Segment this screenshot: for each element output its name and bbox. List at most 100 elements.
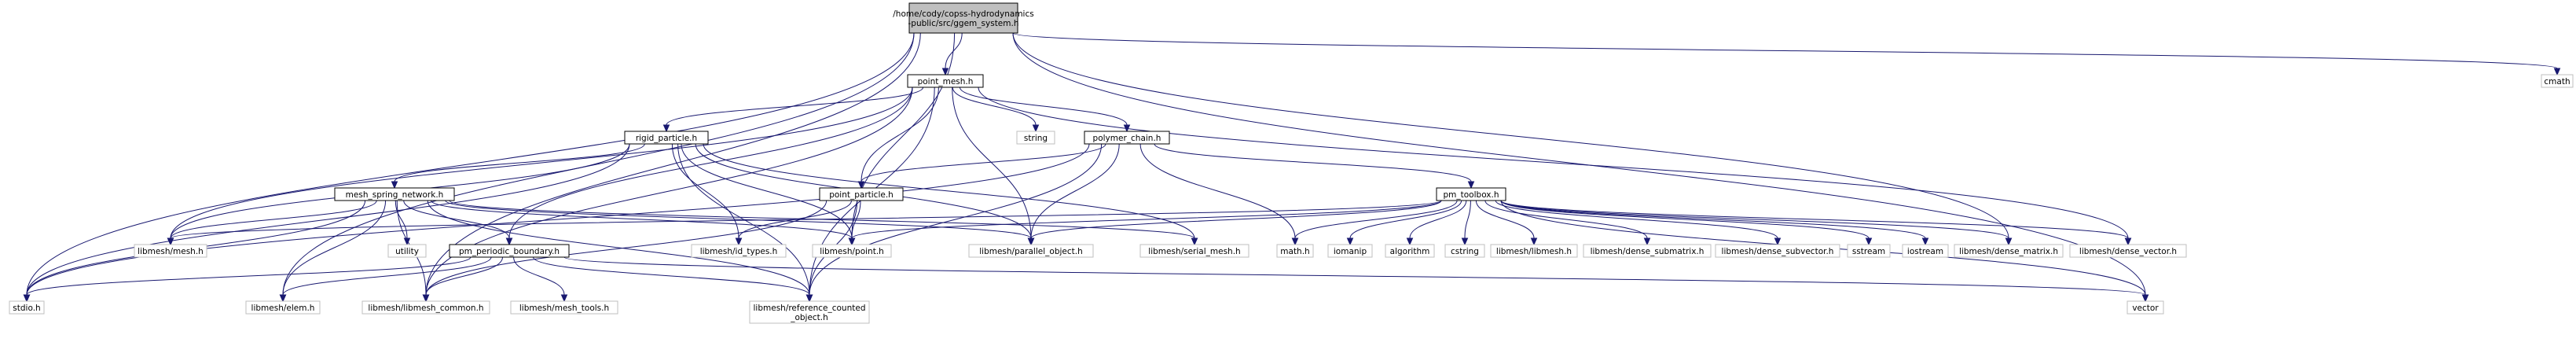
edge-arrowhead — [1346, 237, 1354, 246]
edge-pm_toolbox-to-libmesh_h — [1475, 200, 1535, 239]
node-label: algorithm — [1390, 247, 1430, 256]
edge-pm_toolbox-to-parallel_object — [1030, 200, 1442, 239]
node-id-types: libmesh/id_types.h — [691, 244, 787, 258]
edge-polymer_chain-to-point_particle — [861, 143, 1106, 182]
edge-rigid_particle-to-id_types — [671, 143, 739, 239]
node-parallel-object: libmesh/parallel_object.h — [968, 244, 1094, 258]
node-dense-vector: libmesh/dense_vector.h — [2069, 244, 2187, 258]
node-rigid-particle[interactable]: rigid_particle.h — [624, 131, 709, 145]
node-box — [624, 131, 709, 145]
edge-arrowhead — [857, 181, 865, 190]
edge-pm_toolbox-to-algorithm — [1409, 200, 1467, 239]
node-box — [9, 300, 45, 315]
node-ref-counted: libmesh/reference_counted_object.h — [749, 300, 870, 324]
node-box — [387, 244, 427, 258]
node-label: cstring — [1451, 247, 1479, 256]
edge-arrowhead — [2005, 237, 2013, 246]
edge-root-to-dense_matrix — [1012, 32, 2009, 239]
edge-arrowhead — [23, 294, 31, 303]
node-sstream: sstream — [1847, 244, 1891, 258]
edge-point_mesh-to-dense_vector — [978, 86, 2129, 239]
edge-point_mesh-to-rigid_particle — [666, 86, 924, 126]
edge-arrowhead — [505, 237, 513, 246]
edge-root-to-elem — [282, 32, 915, 296]
edge-mesh_spring_network-to-pm_periodic_boundary — [403, 200, 510, 239]
node-mesh-spring-network[interactable]: mesh_spring_network.h — [334, 187, 455, 201]
node-label: mesh_spring_network.h — [346, 190, 444, 200]
node-box — [449, 244, 570, 258]
node-box — [1954, 244, 2064, 258]
node-label: stdio.h — [13, 304, 40, 313]
edge-root-to-stdio — [26, 32, 915, 296]
node-math: math.h — [1276, 244, 1314, 258]
edge-point_particle-to-point — [851, 200, 861, 239]
node-box — [691, 244, 787, 258]
edge-polymer_chain-to-stdio — [26, 143, 1090, 296]
edge-arrowhead — [1191, 237, 1198, 246]
node-label: pm_toolbox.h — [1444, 190, 1499, 200]
edge-pm_toolbox-to-dense_subvector — [1495, 200, 1778, 239]
edge-arrowhead — [1774, 237, 1782, 246]
edge-arrowhead — [1406, 237, 1414, 246]
edge-root-to-cmath — [1012, 32, 2558, 69]
edge-pm_periodic_boundary-to-mesh_tools — [513, 256, 565, 296]
edge-polymer_chain-to-pm_toolbox — [1154, 143, 1472, 182]
node-box — [134, 244, 207, 258]
node-label: libmesh/mesh_tools.h — [519, 304, 609, 313]
node-label: pm_periodic_boundary.h — [459, 247, 560, 256]
edge-arrowhead — [1530, 237, 1538, 246]
node-label: libmesh/point.h — [820, 247, 884, 256]
edge-arrowhead — [1291, 237, 1299, 246]
node-polymer-chain[interactable]: polymer_chain.h — [1084, 131, 1170, 145]
node-algorithm: algorithm — [1385, 244, 1435, 258]
edge-point_mesh-to-polymer_chain — [960, 86, 1128, 126]
node-serial-mesh: libmesh/serial_mesh.h — [1139, 244, 1249, 258]
node-libmesh-h: libmesh/libmesh.h — [1490, 244, 1578, 258]
edges-layer — [23, 32, 2561, 303]
edge-rigid_particle-to-stdio — [26, 143, 630, 296]
node-box — [1902, 244, 1949, 258]
edge-polymer_chain-to-parallel_object — [1030, 143, 1120, 239]
node-label: polymer_chain.h — [1093, 134, 1161, 143]
node-dense-matrix: libmesh/dense_matrix.h — [1954, 244, 2064, 258]
node-box — [907, 74, 984, 88]
node-label: vector — [2132, 304, 2159, 313]
edge-polymer_chain-to-math — [1139, 143, 1296, 239]
node-label: -public/src/ggem_system.h — [908, 19, 1018, 28]
edge-root-to-vector — [1012, 32, 2146, 296]
node-box — [2069, 244, 2187, 258]
edge-arrowhead — [941, 68, 949, 76]
node-libmesh-common: libmesh/libmesh_common.h — [361, 300, 490, 315]
edge-pm_toolbox-to-dense_matrix — [1500, 200, 2009, 239]
edge-pm_toolbox-to-dense_vector — [1500, 200, 2129, 239]
node-label: libmesh/parallel_object.h — [979, 247, 1083, 256]
node-box — [1016, 131, 1055, 145]
node-label: libmesh/libmesh_common.h — [368, 304, 483, 313]
node-point-particle[interactable]: point_particle.h — [819, 187, 904, 201]
node-point-mesh[interactable]: point_mesh.h — [907, 74, 984, 88]
edge-pm_periodic_boundary-to-libmesh_common — [425, 256, 503, 296]
edge-arrowhead — [1461, 237, 1469, 246]
edge-pm_toolbox-to-iostream — [1500, 200, 1926, 239]
node-box — [1490, 244, 1578, 258]
node-label: libmesh/reference_counted — [754, 304, 866, 313]
node-box — [1847, 244, 1891, 258]
edge-arrowhead — [391, 181, 398, 190]
edge-arrowhead — [1032, 124, 1040, 133]
edge-arrowhead — [403, 237, 411, 246]
node-root[interactable]: /home/cody/copss-hydrodynamics-public/sr… — [893, 2, 1034, 34]
edge-rigid_particle-to-mesh_spring_network — [394, 143, 645, 182]
edge-mesh_spring_network-to-libmesh_mesh — [170, 200, 377, 239]
edge-mesh_spring_network-to-utility — [394, 200, 408, 239]
node-box — [1327, 244, 1373, 258]
node-box — [1715, 244, 1840, 258]
edge-pm_toolbox-to-libmesh_mesh — [170, 200, 1442, 239]
node-label: libmesh/dense_vector.h — [2079, 247, 2177, 256]
node-pm-periodic-boundary[interactable]: pm_periodic_boundary.h — [449, 244, 570, 258]
node-box — [334, 187, 455, 201]
edge-mesh_spring_network-to-elem — [282, 200, 387, 296]
node-vector: vector — [2126, 300, 2164, 315]
edge-point_mesh-to-string — [952, 86, 1037, 126]
node-pm-toolbox[interactable]: pm_toolbox.h — [1436, 187, 1506, 201]
edge-point_mesh-to-parallel_object — [952, 86, 1032, 239]
